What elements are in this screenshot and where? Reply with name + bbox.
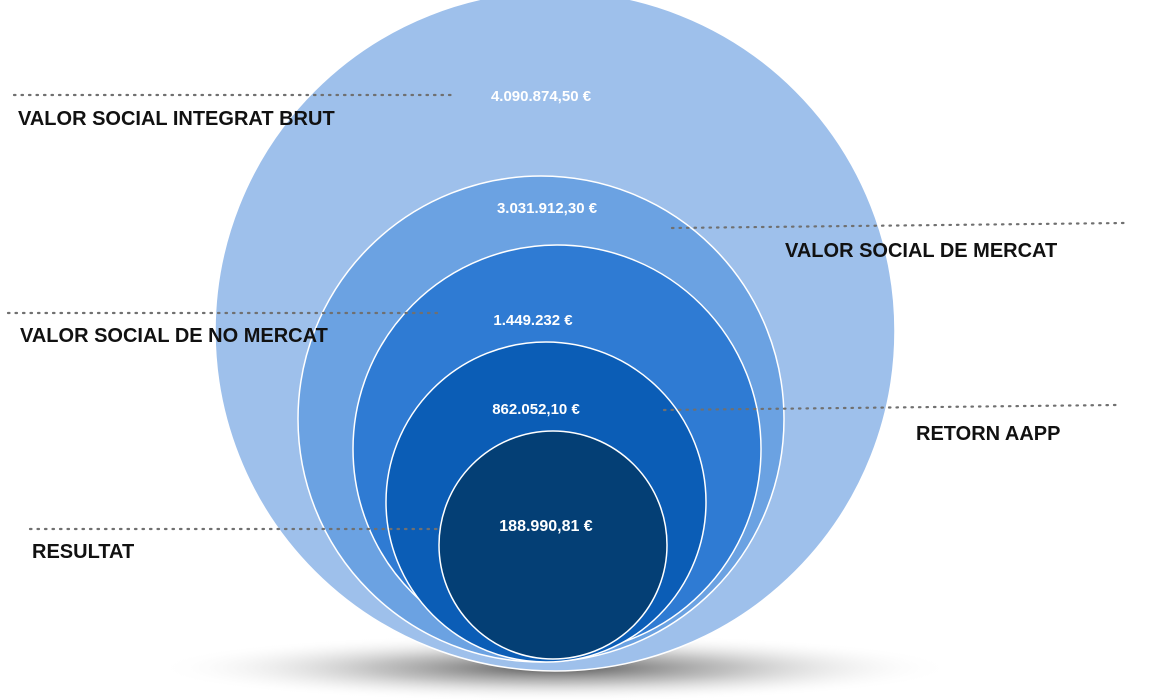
value-valor-social-integrat-brut: 4.090.874,50 € — [491, 88, 592, 105]
leader-line-valor-social-de-mercat — [670, 221, 1126, 230]
label-resultat: RESULTAT — [32, 541, 134, 563]
circles-group — [214, 0, 896, 672]
label-valor-social-de-no-mercat: VALOR SOCIAL DE NO MERCAT — [20, 325, 328, 347]
leader-line-retorn-aapp — [662, 403, 1118, 412]
value-retorn-aapp: 862.052,10 € — [492, 401, 580, 418]
value-valor-social-de-no-mercat: 1.449.232 € — [493, 312, 573, 329]
label-valor-social-integrat-brut: VALOR SOCIAL INTEGRAT BRUT — [18, 108, 335, 130]
value-resultat: 188.990,81 € — [499, 518, 593, 535]
label-valor-social-de-mercat: VALOR SOCIAL DE MERCAT — [785, 240, 1057, 262]
label-retorn-aapp: RETORN AAPP — [916, 423, 1060, 445]
value-valor-social-de-mercat: 3.031.912,30 € — [497, 200, 598, 217]
circle-resultat — [438, 430, 668, 660]
